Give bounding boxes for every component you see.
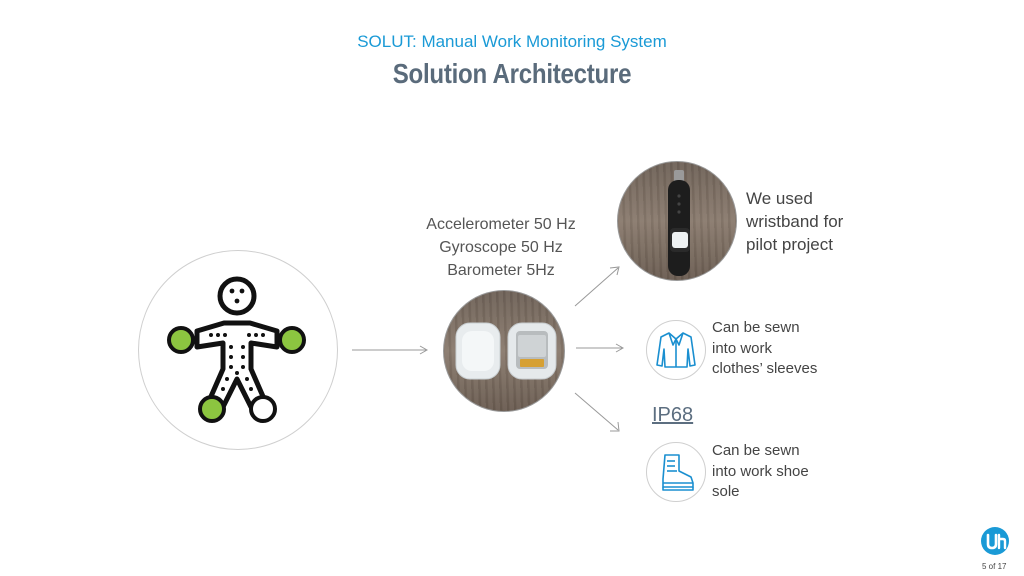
sensor-specs: Accelerometer 50 Hz Gyroscope 50 Hz Baro… xyxy=(396,213,606,282)
wristband-image xyxy=(668,170,690,276)
wristband-note-line3: pilot project xyxy=(746,235,833,254)
arrow-to-sleeves xyxy=(576,343,625,353)
sensor-gyroscope: Gyroscope 50 Hz xyxy=(439,239,563,256)
shoe-note-line1: Can be sewn xyxy=(712,442,800,459)
sensor-device-image xyxy=(455,322,557,380)
wristband-note: We used wristband for pilot project xyxy=(746,187,843,256)
arrow-to-wristband xyxy=(574,266,620,307)
boot-icon-circle xyxy=(646,442,706,502)
boot-icon xyxy=(662,454,694,491)
jacket-icon-circle xyxy=(646,320,706,380)
shoe-note: Can be sewn into work shoe sole xyxy=(712,441,809,503)
shoe-note-line2: into work shoe xyxy=(712,462,809,480)
sensor-accelerometer: Accelerometer 50 Hz xyxy=(426,216,576,233)
shoe-note-line3: sole xyxy=(712,483,740,500)
body-sensors-icon xyxy=(167,276,306,423)
sleeves-note: Can be sewn into work clothes’ sleeves xyxy=(712,318,817,380)
sensor-barometer: Barometer 5Hz xyxy=(447,262,555,279)
sleeves-note-line3: clothes’ sleeves xyxy=(712,360,818,377)
slide-subtitle: SOLUT: Manual Work Monitoring System xyxy=(357,32,667,51)
wristband-photo xyxy=(617,161,737,281)
body-figure-circle xyxy=(138,250,338,450)
arrow-to-shoe xyxy=(574,392,620,432)
page-number: 5 of 17 xyxy=(982,562,1007,571)
jacket-icon xyxy=(656,332,696,368)
slide-title: Solution Architecture xyxy=(392,58,632,89)
sleeves-note-line1: Can be sewn xyxy=(712,319,800,336)
company-logo-icon xyxy=(981,527,1009,555)
wristband-note-line1: We used xyxy=(746,189,813,208)
device-photo xyxy=(443,290,565,412)
wristband-note-line2: wristband for xyxy=(746,212,844,231)
sleeves-note-line2: into work xyxy=(712,339,773,357)
ip68-rating: IP68 xyxy=(652,404,694,426)
arrow-to-device xyxy=(352,345,429,355)
